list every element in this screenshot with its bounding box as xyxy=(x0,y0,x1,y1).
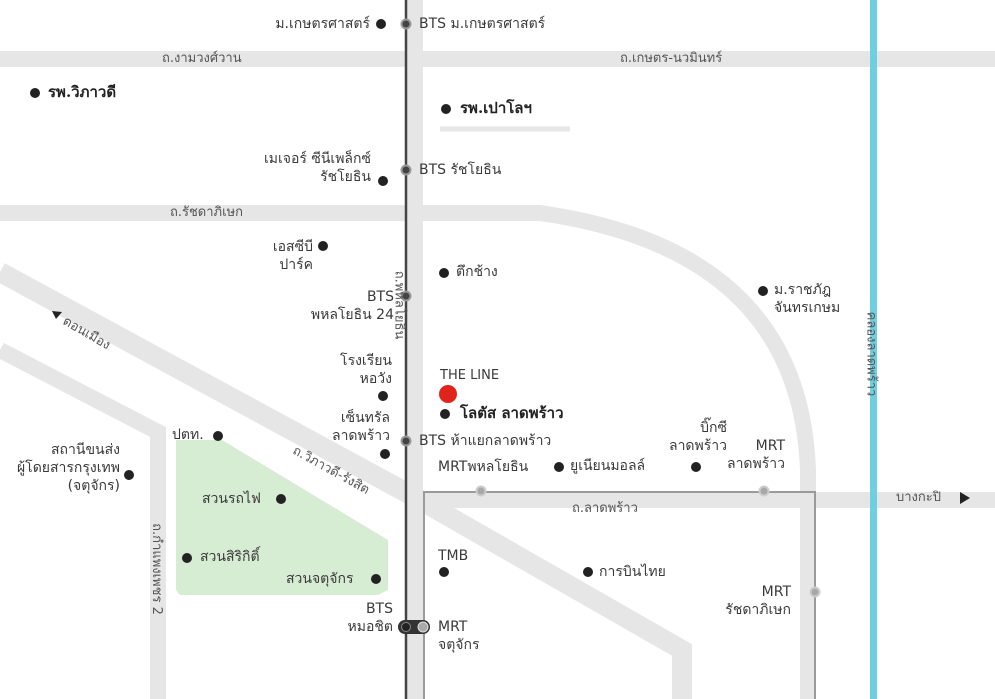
poi-dot xyxy=(182,553,192,563)
label-major-cineplex: เมเจอร์ ซีนีเพล็กซ์รัชโยธิน xyxy=(263,151,371,185)
road-ratchadaphisek xyxy=(0,205,816,699)
road-label-kaset-nawamin: ถ.เกษตร-นวมินทร์ xyxy=(620,51,723,66)
label-bts-ku: BTS ม.เกษตรศาสตร์ xyxy=(419,16,546,32)
poi-dot xyxy=(30,88,40,98)
poi-dot xyxy=(439,268,449,278)
poi-dot xyxy=(380,449,390,459)
label-scb-park: เอสซีบีปาร์ค xyxy=(272,239,313,273)
bts-station-hayaek xyxy=(400,435,412,447)
canal-label: คลองลาดพร้าว xyxy=(863,311,879,397)
direction-bang-kapi: บางกะปิ xyxy=(896,490,942,505)
poi-dot xyxy=(583,567,593,577)
road-label-kamphaeng-phet: ถ.กำแพงเพชร 2 xyxy=(148,523,164,615)
mrt-station-ratchada xyxy=(809,586,821,598)
label-vibhavadi-hospital: รพ.วิภาวดี xyxy=(48,83,117,101)
label-central-ladphrao: เซ็นทรัลลาดพร้าว xyxy=(331,410,390,444)
chatuchak-park-area xyxy=(176,440,388,595)
arrow-don-mueang-icon xyxy=(52,311,62,319)
label-thai-airways: การบินไทย xyxy=(599,564,666,580)
label-lotus-ladphrao: โลตัส ลาดพร้าว xyxy=(460,404,564,422)
road-label-lat-phrao: ถ.ลาดพร้าว xyxy=(572,501,638,516)
poi-dot xyxy=(318,241,328,251)
label-ptt: ปตท. xyxy=(172,427,204,443)
poi-dot xyxy=(376,19,386,29)
label-railway-park: สวนรถไฟ xyxy=(202,491,261,507)
road-kamphaeng-phet xyxy=(0,342,166,699)
arrow-bang-kapi-icon xyxy=(960,492,970,504)
poi-dot xyxy=(439,567,449,577)
poi-dot xyxy=(758,286,768,296)
label-union-mall: ยูเนียนมอลล์ xyxy=(570,458,646,474)
label-tmb: TMB xyxy=(438,548,469,564)
label-paolo-hospital: รพ.เปาโลฯ xyxy=(460,99,532,117)
poi-dot xyxy=(441,104,451,114)
project-marker xyxy=(439,385,457,403)
poi-dot xyxy=(554,462,564,472)
road-label-ratchadaphisek: ถ.รัชดาภิเษก xyxy=(170,205,244,220)
mrt-station-ladphrao xyxy=(758,485,770,497)
poi-dot xyxy=(213,431,223,441)
project-name: THE LINE xyxy=(440,368,500,383)
mrt-station-phahon xyxy=(475,485,487,497)
label-bigc-ladphrao: บิ๊กซีลาดพร้าว xyxy=(668,420,727,454)
label-bus-terminal: สถานีขนส่งผู้โดยสารกรุงเทพ(จตุจักร) xyxy=(16,442,120,494)
canal xyxy=(870,0,877,699)
poi-dot xyxy=(124,470,134,480)
poi-dot xyxy=(378,391,388,401)
label-bts-ratchayothin: BTS รัชโยธิน xyxy=(419,162,502,178)
label-elephant-building: ตึกช้าง xyxy=(456,264,498,280)
road-label-ngamwongwan: ถ.งามวงศ์วาน xyxy=(162,51,242,66)
poi-dot xyxy=(691,462,701,472)
poi-dot xyxy=(440,409,450,419)
label-sirikit-park: สวนสิริกิติ์ xyxy=(200,549,260,565)
label-mrt-phahon: MRTพหลโยธิน xyxy=(438,459,529,475)
poi-dot xyxy=(371,574,381,584)
label-chatuchak-park: สวนจตุจักร xyxy=(286,571,354,587)
label-chandrakasem: ม.ราชภัฎจันทรเกษม xyxy=(774,282,841,316)
bts-station-phahon24 xyxy=(400,290,412,302)
label-horwang-school: โรงเรียนหอวัง xyxy=(340,353,392,387)
label-bts-hayaek: BTS ห้าแยกลาดพร้าว xyxy=(419,433,552,449)
bts-station-ku xyxy=(400,18,412,30)
label-ku: ม.เกษตรศาสตร์ xyxy=(275,16,370,32)
road-vibhavadi xyxy=(0,263,692,699)
bts-station-ratchayothin xyxy=(400,164,412,176)
poi-dot xyxy=(276,494,286,504)
poi-dot xyxy=(378,176,388,186)
